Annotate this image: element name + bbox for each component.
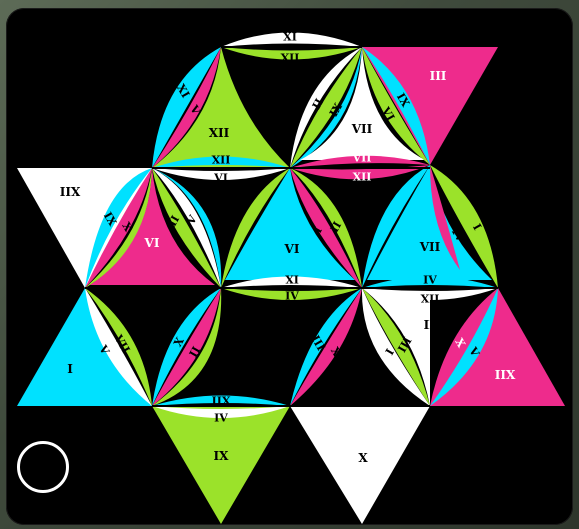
label: III xyxy=(424,318,441,332)
label: XII xyxy=(59,184,80,198)
label: VII xyxy=(419,240,441,254)
label: IV xyxy=(423,274,437,287)
label: VI xyxy=(284,242,300,256)
label: IV xyxy=(285,290,299,303)
label: XII xyxy=(212,394,231,407)
circle-icon[interactable] xyxy=(17,441,69,493)
label: XI xyxy=(283,31,297,44)
label: IIX xyxy=(495,368,516,382)
label: IX xyxy=(214,449,230,463)
label: IIX xyxy=(211,153,230,166)
triangle-piece-white-bottom[interactable] xyxy=(290,406,430,524)
label: IV xyxy=(214,412,228,425)
label: X xyxy=(358,451,368,465)
label: XII xyxy=(209,126,230,140)
label: I xyxy=(67,362,73,376)
label: VI xyxy=(213,172,228,185)
label: IX xyxy=(285,273,299,286)
label: IIX xyxy=(420,292,439,305)
label: IIX xyxy=(280,51,299,64)
label: VII xyxy=(352,152,372,165)
label: VII xyxy=(351,122,373,136)
label: III xyxy=(430,69,447,83)
label: VI xyxy=(144,236,160,250)
label: XII xyxy=(353,171,372,184)
